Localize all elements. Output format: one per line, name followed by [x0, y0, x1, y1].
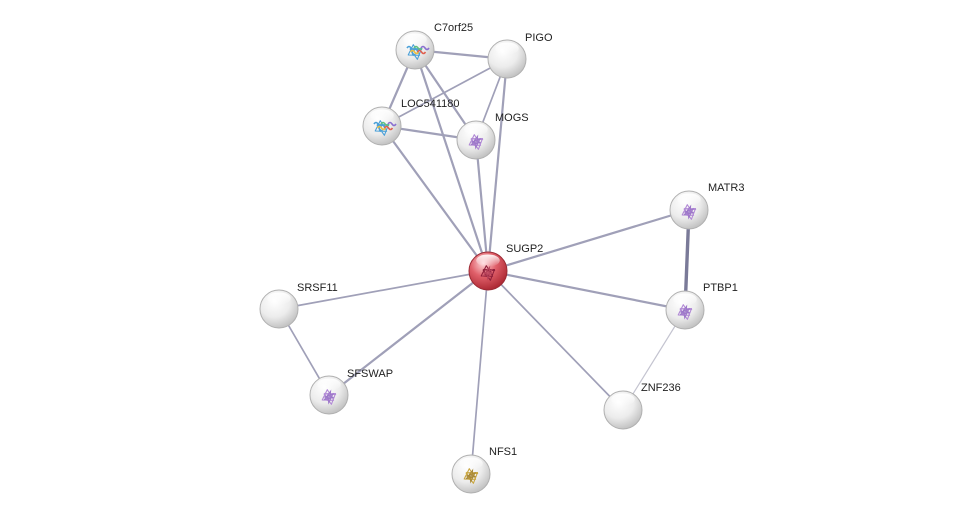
helix-icon	[420, 45, 430, 51]
node-gloss	[317, 378, 341, 391]
node-matr3[interactable]: MATR3	[669, 182, 744, 230]
node-label-c7orf25: C7orf25	[434, 22, 473, 34]
edge-sugp2-nfs1[interactable]	[470, 270, 489, 475]
node-gloss	[476, 254, 500, 267]
node-mogs[interactable]: MOGS	[456, 112, 529, 160]
node-label-sugp2: SUGP2	[506, 243, 543, 255]
node-label-srsf11: SRSF11	[297, 282, 338, 294]
edge-sugp2-srsf11[interactable]	[278, 270, 489, 310]
edge-pigo-sugp2[interactable]	[486, 57, 509, 273]
node-gloss	[267, 292, 291, 305]
node-label-matr3: MATR3	[708, 182, 744, 194]
node-label-mogs: MOGS	[495, 112, 529, 124]
node-gloss	[403, 33, 427, 46]
node-gloss	[464, 123, 488, 136]
protein-chain-icon	[679, 304, 691, 320]
edge-mogs-sugp2[interactable]	[474, 138, 490, 273]
node-label-sfswap: SFSWAP	[347, 368, 393, 380]
edge-c7orf25-sugp2[interactable]	[413, 48, 490, 273]
edge-sugp2-sfswap[interactable]	[327, 269, 490, 397]
helix-icon	[413, 45, 423, 51]
helix-icon	[416, 49, 427, 55]
edge-sugp2-matr3[interactable]	[486, 208, 691, 273]
edge-sugp2-znf236[interactable]	[487, 270, 624, 411]
helix-icon	[376, 125, 387, 131]
node-nfs1[interactable]: NFS1	[451, 446, 517, 494]
node-loc541180[interactable]: LOC541180	[362, 98, 460, 146]
edge-ptbp1-znf236[interactable]	[622, 309, 686, 411]
helix-icon	[409, 49, 420, 55]
edge-sugp2-ptbp1[interactable]	[486, 269, 687, 312]
protein-chain-icon	[482, 265, 494, 281]
node-gloss	[611, 393, 635, 406]
node-gloss	[459, 457, 483, 470]
node-pigo[interactable]: PIGO	[487, 32, 553, 79]
node-c7orf25[interactable]: C7orf25	[395, 22, 473, 70]
node-sugp2[interactable]: SUGP2	[468, 243, 543, 291]
protein-chain-icon	[683, 204, 695, 220]
protein-chain-icon	[465, 468, 477, 484]
node-ptbp1[interactable]: PTBP1	[665, 282, 738, 330]
protein-chain-icon	[470, 134, 482, 150]
node-gloss	[370, 109, 394, 122]
helix-icon	[373, 121, 383, 127]
edge-pigo-loc541180[interactable]	[381, 58, 508, 127]
node-gloss	[495, 42, 519, 55]
node-gloss	[673, 293, 697, 306]
node-label-ptbp1: PTBP1	[703, 282, 738, 294]
node-znf236[interactable]: ZNF236	[603, 382, 681, 430]
node-label-znf236: ZNF236	[641, 382, 681, 394]
node-gloss	[677, 193, 701, 206]
node-label-pigo: PIGO	[525, 32, 553, 44]
protein-chain-icon	[323, 389, 335, 405]
node-label-nfs1: NFS1	[489, 446, 517, 458]
helix-icon	[383, 125, 394, 131]
node-srsf11[interactable]: SRSF11	[259, 282, 338, 329]
node-sfswap[interactable]: SFSWAP	[309, 368, 393, 415]
helix-icon	[387, 121, 397, 127]
helix-icon	[406, 45, 416, 51]
helix-icon	[380, 121, 390, 127]
node-label-loc541180: LOC541180	[401, 98, 460, 110]
edge-loc541180-sugp2[interactable]	[380, 124, 490, 273]
